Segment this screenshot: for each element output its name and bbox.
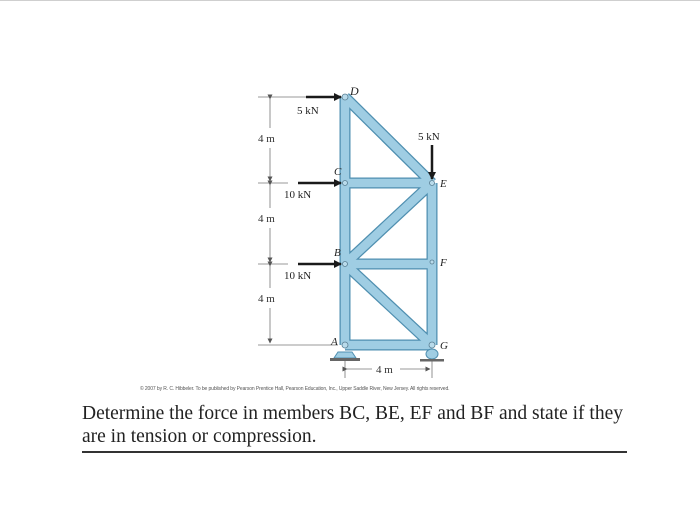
joint-label-B: B	[334, 247, 341, 259]
question-text: Determine the force in members BC, BE, E…	[82, 403, 624, 447]
joint-pins	[341, 93, 436, 349]
dim-label-horizontal: 4 m	[376, 364, 393, 376]
joint-label-E: E	[439, 178, 447, 190]
truss-figure: 4 m 4 m 4 m 4 m	[258, 84, 448, 378]
question-underline	[82, 451, 627, 453]
dim-label-1: 4 m	[258, 133, 275, 145]
load-label-C: 10 kN	[284, 189, 311, 201]
pin-support-A	[330, 351, 360, 361]
load-label-D: 5 kN	[297, 105, 319, 117]
roller-support-G	[420, 348, 444, 362]
joint-label-D: D	[349, 84, 359, 98]
joint-label-C: C	[334, 166, 342, 178]
joint-label-F: F	[439, 257, 447, 269]
load-arrows	[298, 93, 436, 268]
load-label-B: 10 kN	[284, 270, 311, 282]
copyright-notice: © 2007 by R. C. Hibbeler. To be publishe…	[140, 386, 450, 392]
truss-members	[339, 93, 438, 351]
joint-label-A: A	[330, 336, 338, 348]
load-label-E: 5 kN	[418, 131, 440, 143]
dim-label-3: 4 m	[258, 293, 275, 305]
dim-label-2: 4 m	[258, 213, 275, 225]
top-border	[0, 0, 700, 1]
joint-label-G: G	[440, 340, 448, 352]
